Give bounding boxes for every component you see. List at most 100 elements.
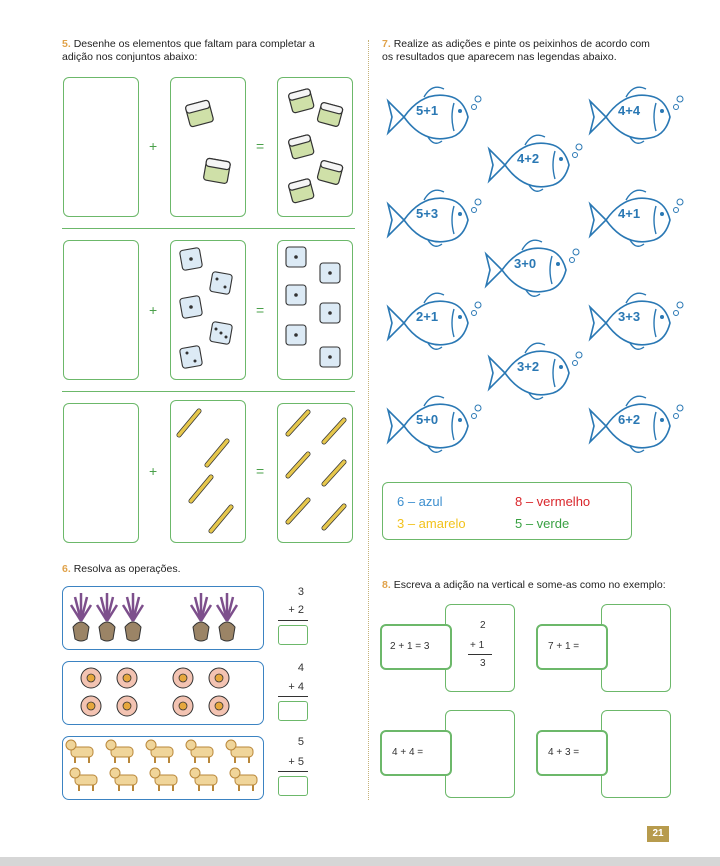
fish-label: 4+1: [618, 206, 641, 221]
ex6-cats-box: [62, 736, 264, 800]
fish-7[interactable]: 2+1: [384, 285, 484, 361]
fish-label: 3+0: [514, 256, 537, 271]
ex8-instructions: 8. Escreva a adição na vertical e some-a…: [382, 579, 666, 592]
ex5-separator-1: [62, 228, 355, 229]
ex6-plants-box: [62, 586, 264, 650]
eraser-icon: [185, 99, 231, 184]
fish-3[interactable]: 4+2: [485, 127, 585, 203]
ex8-example-eq: 2 + 1 = 3: [390, 641, 430, 652]
fish-8[interactable]: 3+3: [586, 285, 686, 361]
fish-10[interactable]: 5+0: [384, 388, 484, 464]
ex8-number: 8.: [382, 579, 391, 591]
fish-9[interactable]: 3+2: [485, 335, 585, 411]
equals-sign: =: [256, 463, 265, 479]
ex8-eq-2: 4 + 4 =: [392, 747, 424, 758]
ex5-addend-box-3: [170, 400, 246, 543]
fish-label: 6+2: [618, 412, 641, 427]
cat-icon: [65, 739, 258, 792]
fish-label: 4+2: [517, 151, 540, 166]
ex7-text-line2: os resultados que aparecem nas legendas …: [382, 51, 617, 63]
fish-2[interactable]: 4+4: [586, 79, 686, 155]
ex5-addend-box-1: [170, 77, 246, 217]
ex8-answer-box-3[interactable]: [601, 710, 671, 798]
bottom-bar: [0, 857, 720, 866]
plus-sign: +: [149, 463, 158, 479]
ex6-answer-3[interactable]: [278, 776, 308, 796]
fish-label: 3+3: [618, 309, 641, 324]
ex6-row3-top: 5: [297, 736, 304, 748]
ex8-example-bottom: + 1: [470, 640, 485, 651]
fish-label: 5+0: [416, 412, 439, 427]
ex5-text-line1: Desenhe os elementos que faltam para com…: [73, 38, 315, 50]
color-legend: 6 – azul 8 – vermelho 3 – amarelo 5 – ve…: [382, 482, 632, 540]
ex5-empty-box-2[interactable]: [63, 240, 139, 380]
ex8-text: Escreva a adição na vertical e some-as c…: [393, 579, 666, 591]
fish-label: 4+4: [618, 103, 641, 118]
column-divider: [368, 40, 369, 800]
fish-6[interactable]: 3+0: [482, 232, 582, 308]
ex5-empty-box-1[interactable]: [63, 77, 139, 217]
ex6-text: Resolva as operações.: [73, 563, 181, 575]
ex6-row2-bottom: + 4: [288, 681, 304, 693]
pencil-icon: [285, 409, 347, 531]
ex8-example-top: 2: [480, 620, 486, 631]
equals-sign: =: [256, 138, 265, 154]
ex6-number: 6.: [62, 563, 71, 575]
ex5-result-box-1: [277, 77, 353, 217]
ex6-row3-bottom: + 5: [288, 756, 304, 768]
ex8-eq-3: 4 + 3 =: [548, 747, 580, 758]
plus-sign: +: [149, 138, 158, 154]
legend-item-vermelho: 8 – vermelho: [515, 494, 591, 509]
ex8-example-result: 3: [480, 658, 486, 669]
ex8-eq-box-2: 4 + 4 =: [380, 730, 452, 776]
ex8-eq-box-3: 4 + 3 =: [536, 730, 608, 776]
ex5-number: 5.: [62, 38, 71, 50]
plant-icon: [69, 591, 239, 643]
ex8-answer-box-2[interactable]: [445, 710, 515, 798]
ex6-row1-top: 3: [297, 586, 304, 598]
ex6-answer-2[interactable]: [278, 701, 308, 721]
dice-icon: [179, 247, 233, 369]
fish-1[interactable]: 5+1: [384, 79, 484, 155]
page-number: 21: [647, 826, 669, 842]
ex7-number: 7.: [382, 38, 391, 50]
ex5-addend-box-2: [170, 240, 246, 380]
fish-label: 2+1: [416, 309, 439, 324]
ex8-example-vertical-box: [445, 604, 515, 692]
ex6-instructions: 6. Resolva as operações.: [62, 563, 181, 576]
legend-item-azul: 6 – azul: [397, 494, 443, 509]
legend-item-amarelo: 3 – amarelo: [397, 516, 466, 531]
equals-sign: =: [256, 302, 265, 318]
plus-sign: +: [149, 302, 158, 318]
ex5-text-line2: adição nos conjuntos abaixo:: [62, 51, 198, 63]
fish-5[interactable]: 4+1: [586, 182, 686, 258]
fish-11[interactable]: 6+2: [586, 388, 686, 464]
sum-line: [278, 771, 308, 772]
eraser-icon: [288, 88, 344, 204]
ex5-result-box-3: [277, 403, 353, 543]
fish-label: 5+1: [416, 103, 439, 118]
ex7-instructions: 7. Realize as adições e pinte os peixinh…: [382, 38, 682, 64]
pencil-icon: [176, 408, 234, 534]
ex7-text-line1: Realize as adições e pinte os peixinhos …: [393, 38, 650, 50]
dice-icon: [285, 246, 341, 368]
ex5-instructions: 5. Desenhe os elementos que faltam para …: [62, 38, 362, 64]
ex5-empty-box-3[interactable]: [63, 403, 139, 543]
sum-line: [468, 654, 492, 655]
fish-label: 5+3: [416, 206, 439, 221]
fish-4[interactable]: 5+3: [384, 182, 484, 258]
ex8-example-eq-box: 2 + 1 = 3: [380, 624, 452, 670]
flower-icon: [80, 667, 230, 717]
ex6-row2-top: 4: [297, 662, 304, 674]
legend-item-verde: 5 – verde: [515, 516, 570, 531]
ex8-eq-box-1: 7 + 1 =: [536, 624, 608, 670]
ex6-answer-1[interactable]: [278, 625, 308, 645]
ex8-eq-1: 7 + 1 =: [548, 641, 580, 652]
ex6-row1-bottom: + 2: [288, 604, 304, 616]
sum-line: [278, 696, 308, 697]
ex8-answer-box-1[interactable]: [601, 604, 671, 692]
ex5-separator-2: [62, 391, 355, 392]
fish-label: 3+2: [517, 359, 540, 374]
ex6-flowers-box: [62, 661, 264, 725]
sum-line: [278, 620, 308, 621]
